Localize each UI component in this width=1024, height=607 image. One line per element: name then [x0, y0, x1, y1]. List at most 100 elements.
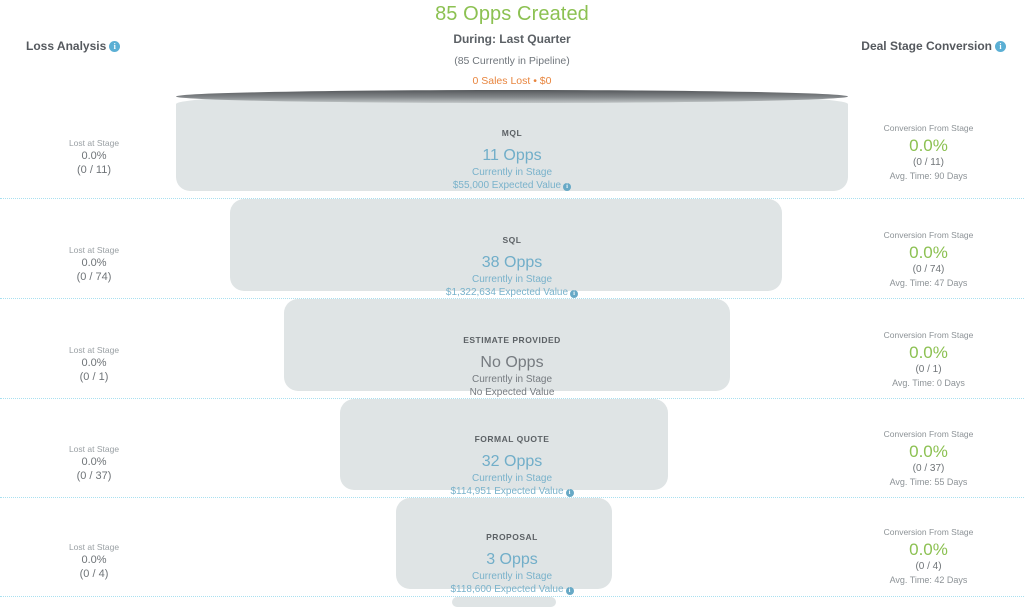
info-icon[interactable]: i [109, 41, 121, 52]
loss-analysis-heading-label: Loss Analysis [26, 39, 107, 53]
conversion-from-stage-label: Conversion From Stage [883, 123, 974, 133]
lost-at-stage-percent: 0.0% [81, 456, 107, 468]
lost-at-stage-ratio: (0 / 74) [76, 271, 112, 283]
stage-currently-in-stage-label: Currently in Stage [471, 374, 553, 385]
stage-expected-value-label: $55,000 Expected Value [452, 180, 562, 191]
deal-stage-conversion-block: Conversion From Stage 0.0% (0 / 37) Avg. Ti… [841, 428, 1016, 489]
funnel-stage-shape[interactable] [452, 597, 556, 607]
stage-currently-in-stage-label: Currently in Stage [471, 473, 553, 484]
deal-stage-conversion-block: Conversion From Stage 0.0% (0 / 11) Avg. Ti… [841, 122, 1016, 183]
stage-expected-value-label: $1,322,634 Expected Value [445, 287, 569, 298]
funnel-stage-shape[interactable] [284, 299, 730, 391]
pipeline-count-note: (85 Currently in Pipeline) [454, 55, 570, 67]
stage-currently-in-stage-label: Currently in Stage [471, 167, 553, 178]
conversion-ratio: (0 / 4) [915, 561, 942, 572]
date-range-label: During: Last Quarter [453, 32, 571, 46]
stage-opp-count: 38 Opps [481, 254, 543, 271]
loss-analysis-block: Lost at Stage 0.0% (0 / 11) [14, 137, 174, 177]
stage-currently-in-stage-label: Currently in Stage [471, 571, 553, 582]
funnel-stage-shape[interactable] [230, 199, 782, 291]
lost-at-stage-percent: 0.0% [81, 357, 107, 369]
stage-name: SQL [502, 235, 522, 245]
conversion-percent: 0.0% [909, 136, 948, 155]
stage-opp-count: 3 Opps [486, 551, 538, 568]
stage-expected-value-label: $114,951 Expected Value [450, 486, 564, 497]
stage-currently-in-stage-label: Currently in Stage [471, 274, 553, 285]
funnel-stage-row-partial[interactable] [0, 597, 1024, 607]
lost-at-stage-ratio: (0 / 11) [76, 164, 112, 176]
deal-stage-conversion-block: Conversion From Stage 0.0% (0 / 1) Avg. Tim… [841, 329, 1016, 390]
funnel-stage-shape[interactable] [340, 399, 668, 490]
info-icon[interactable]: i [565, 587, 574, 595]
lost-at-stage-label: Lost at Stage [68, 138, 120, 148]
stage-name: ESTIMATE PROVIDED [463, 335, 561, 345]
lost-at-stage-label: Lost at Stage [68, 345, 120, 355]
funnel-stage-shape[interactable] [176, 92, 848, 191]
deal-stage-conversion-heading-label: Deal Stage Conversion [861, 39, 992, 53]
lost-at-stage-label: Lost at Stage [68, 245, 120, 255]
conversion-from-stage-label: Conversion From Stage [883, 429, 974, 439]
lost-at-stage-ratio: (0 / 1) [79, 371, 109, 383]
stage-expected-value-label: $118,600 Expected Value [450, 584, 564, 595]
info-icon[interactable]: i [563, 183, 572, 191]
average-time-in-stage: Avg. Time: 90 Days [889, 171, 968, 181]
conversion-percent: 0.0% [909, 243, 948, 262]
average-time-in-stage: Avg. Time: 0 Days [892, 378, 965, 388]
funnel-top-rim [176, 90, 848, 103]
stage-name: MQL [501, 128, 523, 138]
conversion-ratio: (0 / 37) [912, 463, 945, 474]
lost-at-stage-ratio: (0 / 4) [79, 568, 109, 580]
lost-at-stage-ratio: (0 / 37) [76, 470, 112, 482]
stage-opp-count: 11 Opps [482, 147, 542, 164]
stage-opp-count: 32 Opps [481, 453, 543, 470]
stage-name: FORMAL QUOTE [474, 434, 550, 444]
info-icon[interactable]: i [565, 489, 574, 497]
info-icon[interactable]: i [570, 290, 579, 298]
conversion-percent: 0.0% [909, 442, 948, 461]
funnel-stage-shape[interactable] [396, 498, 612, 589]
info-icon[interactable]: i [995, 41, 1006, 52]
conversion-from-stage-label: Conversion From Stage [883, 330, 974, 340]
lost-at-stage-percent: 0.0% [81, 150, 107, 162]
sales-lost-summary: 0 Sales Lost • $0 [472, 75, 552, 87]
conversion-ratio: (0 / 11) [913, 157, 944, 168]
conversion-ratio: (0 / 74) [912, 264, 945, 275]
stage-expected-value: No Expected Value [0, 386, 1024, 399]
lost-at-stage-percent: 0.0% [81, 554, 107, 566]
lost-at-stage-label: Lost at Stage [68, 444, 120, 454]
average-time-in-stage: Avg. Time: 55 Days [889, 477, 968, 487]
stage-opp-count: No Opps [480, 354, 544, 371]
conversion-ratio: (0 / 1) [915, 364, 942, 375]
stage-name: PROPOSAL [486, 532, 538, 542]
page-title: 85 Opps Created [435, 3, 589, 25]
average-time-in-stage: Avg. Time: 42 Days [889, 575, 968, 585]
loss-analysis-block: Lost at Stage 0.0% (0 / 4) [14, 541, 174, 581]
conversion-percent: 0.0% [909, 343, 948, 362]
funnel-header: 85 Opps Created During: Last Quarter (85… [0, 0, 1024, 92]
stage-expected-value-label: No Expected Value [469, 387, 555, 398]
loss-analysis-block: Lost at Stage 0.0% (0 / 37) [14, 443, 174, 483]
average-time-in-stage: Avg. Time: 47 Days [889, 278, 968, 288]
lost-at-stage-label: Lost at Stage [68, 542, 120, 552]
conversion-percent: 0.0% [909, 540, 948, 559]
loss-analysis-block: Lost at Stage 0.0% (0 / 1) [14, 344, 174, 384]
